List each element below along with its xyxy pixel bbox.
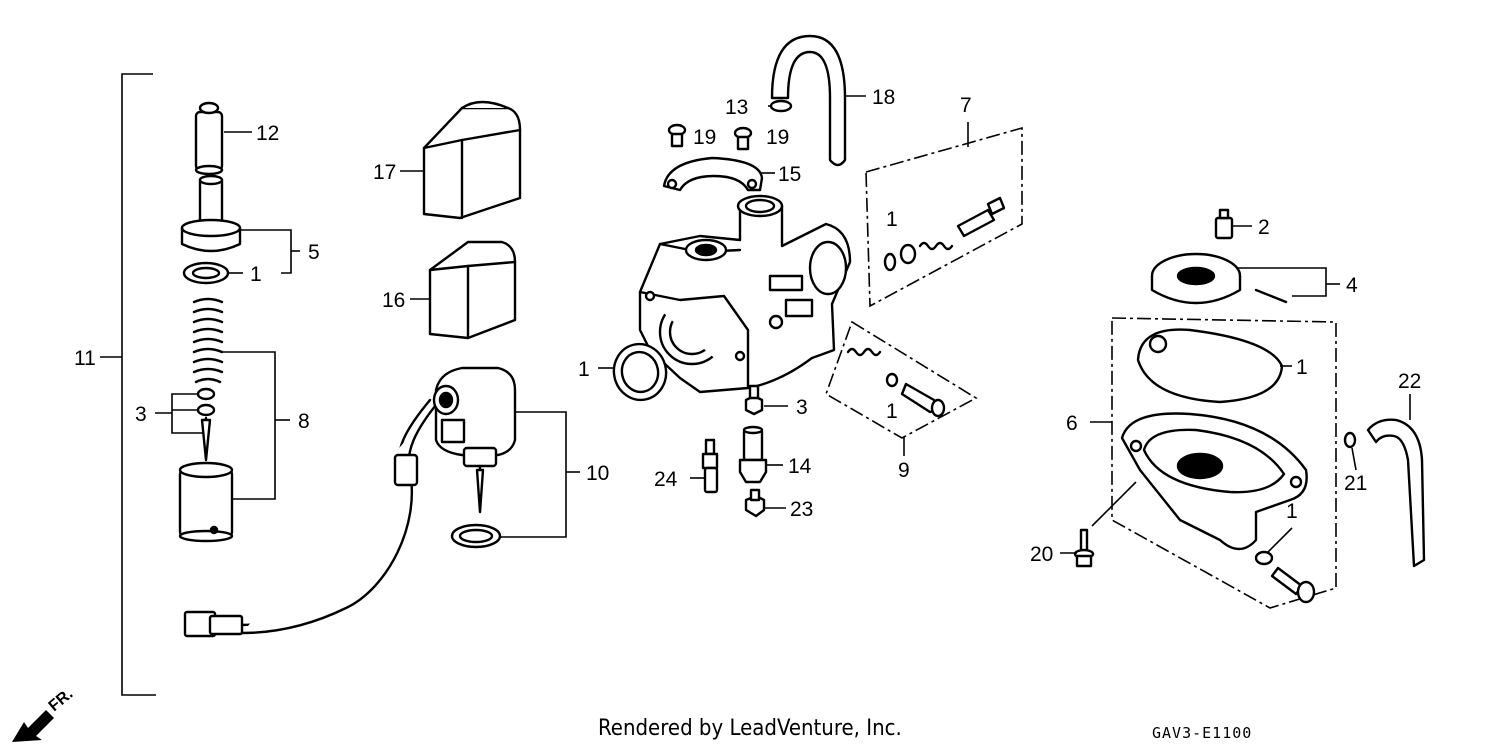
leader-10 bbox=[500, 411, 567, 538]
callout-17: 17 bbox=[373, 161, 396, 184]
group-6-box bbox=[1111, 317, 1337, 609]
callout-22: 22 bbox=[1398, 370, 1421, 393]
part-19-screw-b[interactable] bbox=[733, 126, 753, 151]
leader-1f bbox=[1267, 527, 1293, 553]
callout-21: 21 bbox=[1344, 472, 1367, 495]
callout-23: 23 bbox=[790, 498, 813, 521]
part-2-sensor[interactable] bbox=[1214, 208, 1234, 240]
part-10-auto-choke[interactable] bbox=[432, 366, 517, 514]
callout-19a: 19 bbox=[693, 126, 716, 149]
part-3-jet[interactable] bbox=[744, 384, 764, 416]
footer-credit: Rendered by LeadVenture, Inc. bbox=[598, 716, 902, 741]
carburetor-body[interactable] bbox=[638, 194, 852, 394]
part-17-cover[interactable] bbox=[422, 100, 522, 220]
part-22-hose[interactable] bbox=[1366, 418, 1426, 568]
group-11-bracket bbox=[121, 73, 156, 696]
callout-1b: 1 bbox=[578, 358, 590, 381]
part-23-jet[interactable] bbox=[744, 488, 766, 518]
callout-9: 9 bbox=[898, 459, 910, 482]
part-1-washer-top[interactable] bbox=[182, 261, 230, 285]
callout-7: 7 bbox=[960, 94, 972, 117]
part-1-drain-washer[interactable] bbox=[1254, 550, 1274, 566]
callout-18: 18 bbox=[872, 86, 895, 109]
callout-20: 20 bbox=[1030, 543, 1053, 566]
callout-3a: 3 bbox=[135, 403, 147, 426]
callout-2: 2 bbox=[1258, 216, 1270, 239]
callout-3b: 3 bbox=[796, 396, 808, 419]
callout-11: 11 bbox=[74, 347, 96, 370]
callout-16: 16 bbox=[382, 289, 405, 312]
callout-10: 10 bbox=[586, 462, 609, 485]
part-4-float[interactable] bbox=[1150, 252, 1288, 305]
front-direction-arrow bbox=[12, 710, 54, 742]
callout-14: 14 bbox=[788, 455, 812, 478]
leader-8 bbox=[220, 351, 276, 500]
part-6-float-bowl[interactable] bbox=[1120, 412, 1308, 551]
callout-1e: 1 bbox=[1296, 356, 1308, 379]
leader-6b bbox=[1091, 481, 1137, 527]
callout-15: 15 bbox=[778, 163, 801, 186]
part-3-clip[interactable] bbox=[196, 387, 216, 462]
callout-8: 8 bbox=[298, 410, 310, 433]
part-7-set[interactable] bbox=[883, 196, 1006, 272]
callout-12: 12 bbox=[256, 122, 279, 145]
drain-screw[interactable] bbox=[1270, 566, 1316, 604]
leader-21 bbox=[1351, 447, 1357, 471]
part-21-clip[interactable] bbox=[1343, 431, 1357, 449]
part-15-bracket[interactable] bbox=[662, 156, 764, 192]
callout-1d: 1 bbox=[886, 400, 898, 423]
callout-6: 6 bbox=[1066, 412, 1078, 435]
part-1-carb-gasket[interactable] bbox=[609, 339, 672, 405]
part-20-screw[interactable] bbox=[1073, 528, 1095, 568]
part-14-needle-jet[interactable] bbox=[738, 425, 768, 484]
part-13-clip[interactable] bbox=[769, 99, 793, 113]
part-16-cover[interactable] bbox=[428, 240, 517, 340]
part-18-hose[interactable] bbox=[770, 34, 847, 167]
callout-13: 13 bbox=[725, 96, 748, 119]
part-8-spring[interactable] bbox=[192, 297, 224, 384]
callout-1c: 1 bbox=[886, 208, 898, 231]
callout-24: 24 bbox=[654, 468, 678, 491]
part-12-filter[interactable] bbox=[194, 101, 224, 176]
callout-5: 5 bbox=[308, 241, 320, 264]
part-19-screw-a[interactable] bbox=[667, 123, 687, 148]
callout-1a: 1 bbox=[250, 263, 262, 286]
part-9-set[interactable] bbox=[846, 347, 946, 418]
callout-4: 4 bbox=[1346, 274, 1358, 297]
group-7-box bbox=[865, 126, 1023, 308]
wire-harness[interactable] bbox=[183, 398, 442, 638]
part-5-cap[interactable] bbox=[180, 174, 242, 253]
leader-4 bbox=[1236, 267, 1327, 297]
callout-19b: 19 bbox=[766, 126, 789, 149]
part-24-jet[interactable] bbox=[701, 438, 719, 494]
diagram-code: GAV3-E1100 bbox=[1152, 724, 1253, 742]
part-8-slide[interactable] bbox=[178, 461, 234, 543]
group-9-box bbox=[825, 320, 978, 439]
direction-label: FR. bbox=[46, 685, 77, 715]
part-10-ring[interactable] bbox=[450, 523, 502, 549]
leader-5 bbox=[240, 229, 292, 274]
part-1-bowl-gasket[interactable] bbox=[1136, 328, 1284, 404]
callout-1f: 1 bbox=[1286, 500, 1298, 523]
